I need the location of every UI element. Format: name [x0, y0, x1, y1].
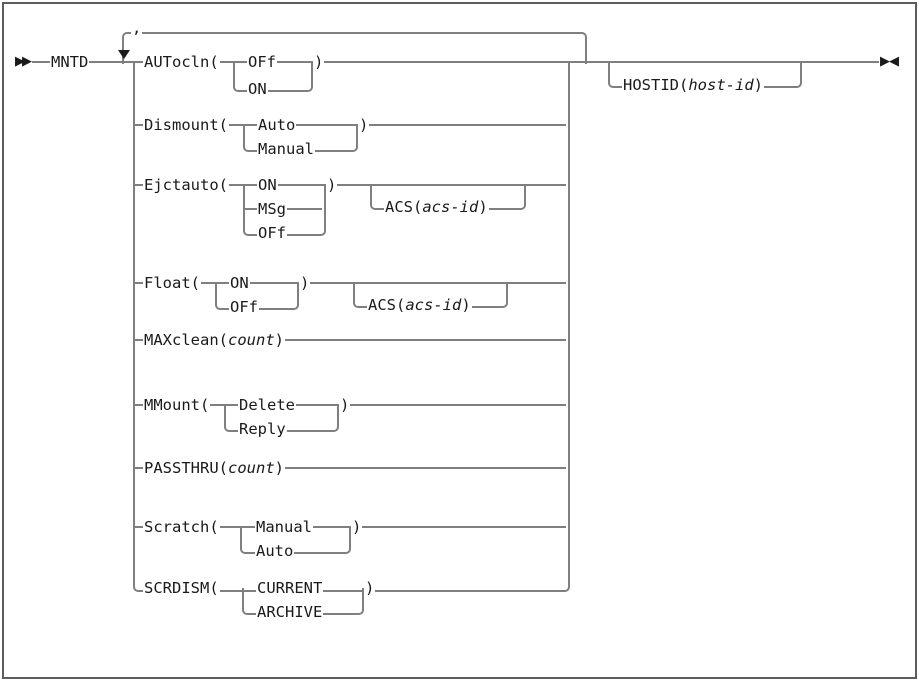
loop-arrow-down-icon: [118, 50, 130, 59]
option-stack-rails: [133, 62, 570, 592]
scrdism-choice-archive: ARCHIVE: [256, 602, 324, 622]
ejctauto-choice-msg: MSg: [257, 199, 287, 219]
keyword-ejctauto: Ejctauto(: [143, 175, 229, 195]
scrdism-close-paren: ): [364, 578, 376, 598]
scratch-close-paren: ): [351, 517, 363, 537]
mmount-close-paren: ): [339, 395, 351, 415]
float-choice-on: ON: [229, 273, 250, 293]
keyword-autocln: AUTocln(: [143, 52, 220, 72]
start-arrows-icon: ▶▶: [14, 54, 32, 70]
keyword-passthru: PASSTHRU(count): [143, 458, 286, 478]
float-close-paren: ): [299, 273, 311, 293]
command-keyword: MNTD: [50, 52, 90, 72]
float-choice-off: OFf: [229, 297, 259, 317]
autocln-choice-on: ON: [247, 79, 268, 99]
scrdism-choice-current: CURRENT: [256, 578, 324, 598]
acs-param: acs-id: [405, 296, 462, 314]
keyword-scratch: Scratch(: [143, 517, 220, 537]
acs-param: acs-id: [422, 198, 479, 216]
hostid-param: host-id: [688, 76, 754, 94]
row-line-ejctauto: [133, 184, 566, 186]
keyword-scrdism: SCRDISM(: [143, 578, 220, 598]
autocln-choice-off: OFf: [247, 52, 277, 72]
maxclean-param: count: [228, 331, 275, 349]
passthru-param: count: [228, 459, 275, 477]
hostid-close-paren: ): [753, 76, 763, 94]
acs-close-paren: ): [478, 198, 488, 216]
scratch-choice-bracket: [240, 527, 351, 554]
ejctauto-choice-on: ON: [257, 175, 278, 195]
repeat-loop-line: [122, 32, 587, 64]
autocln-choice-bracket: [233, 62, 313, 92]
acs-keyword: ACS(: [385, 198, 423, 216]
row-line-passthru: [133, 467, 566, 469]
scratch-choice-manual: Manual: [255, 517, 313, 537]
mmount-choice-delete: Delete: [238, 395, 296, 415]
dismount-choice-manual: Manual: [257, 139, 315, 159]
float-acs-label: ACS(acs-id): [367, 295, 472, 315]
ejctauto-close-paren: ): [326, 175, 338, 195]
end-arrows-icon: ▶◀: [879, 54, 899, 70]
dismount-close-paren: ): [358, 115, 370, 135]
repeat-separator: ,: [131, 18, 143, 38]
row-line-float: [133, 282, 566, 284]
main-line: [32, 61, 882, 63]
dismount-choice-auto: Auto: [257, 115, 297, 135]
acs-keyword: ACS(: [368, 296, 406, 314]
hostid-keyword: HOSTID(: [623, 76, 689, 94]
row-line-maxclean: [133, 339, 566, 341]
autocln-close-paren: ): [313, 52, 325, 72]
keyword-dismount: Dismount(: [143, 115, 229, 135]
keyword-float: Float(: [143, 273, 201, 293]
scratch-choice-auto: Auto: [255, 541, 295, 561]
passthru-close-paren: ): [274, 459, 285, 477]
keyword-maxclean: MAXclean(count): [143, 330, 286, 350]
passthru-keyword: PASSTHRU(: [144, 459, 228, 477]
row-line-dismount: [133, 124, 566, 126]
acs-close-paren: ): [461, 296, 471, 314]
ejctauto-acs-label: ACS(acs-id): [384, 197, 489, 217]
maxclean-close-paren: ): [274, 331, 285, 349]
maxclean-keyword: MAXclean(: [144, 331, 228, 349]
mmount-choice-reply: Reply: [238, 419, 287, 439]
hostid-label: HOSTID(host-id): [622, 75, 764, 95]
keyword-mmount: MMount(: [143, 395, 211, 415]
ejctauto-choice-off: OFf: [257, 223, 287, 243]
